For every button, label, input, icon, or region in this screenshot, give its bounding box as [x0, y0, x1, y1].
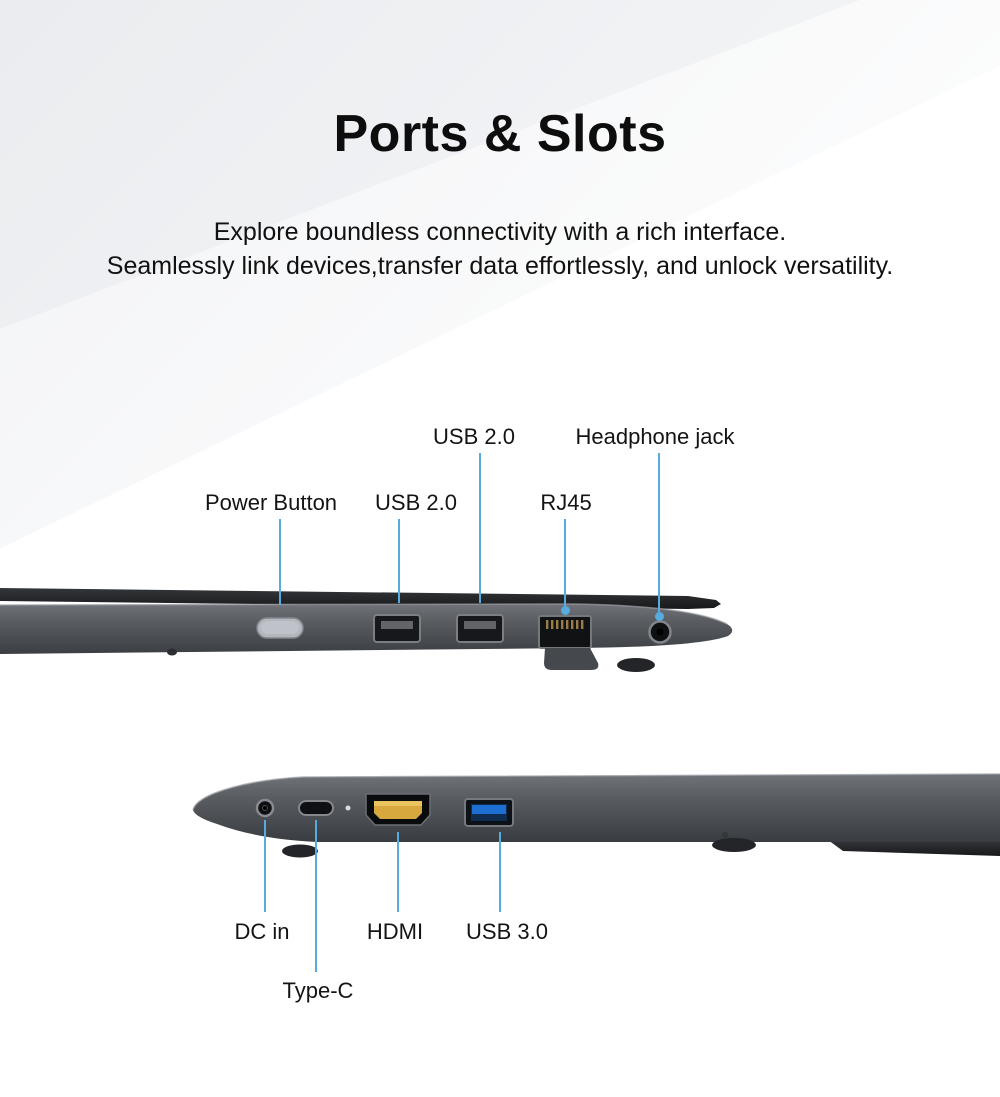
callout-line-power	[279, 519, 281, 605]
callout-line-usb2-lower	[398, 519, 400, 603]
dc-in-port	[255, 798, 275, 818]
page-subtitle: Explore boundless connectivity with a ri…	[0, 215, 1000, 283]
callout-line-rj45	[564, 519, 566, 607]
callout-line-dc-in	[264, 820, 266, 912]
callout-line-usb3	[499, 832, 501, 912]
callout-label-rj45: RJ45	[540, 490, 592, 515]
callout-line-headphone	[658, 453, 660, 613]
callout-label-hdmi: HDMI	[366, 919, 424, 944]
headphone-jack-port	[648, 620, 672, 644]
laptop-lid-edge	[828, 840, 1000, 856]
usb-3-port	[464, 798, 514, 827]
callout-label-dc-in: DC in	[234, 919, 290, 944]
page-title: Ports & Slots	[333, 105, 667, 163]
rubber-foot	[617, 658, 655, 672]
laptop-base	[0, 604, 733, 654]
callout-label-headphone: Headphone jack	[575, 424, 735, 449]
callout-label-usb2-upper: USB 2.0	[433, 424, 515, 449]
laptop-base-highlight	[0, 603, 728, 625]
rubber-foot	[712, 838, 756, 852]
rj45-housing	[544, 648, 599, 670]
callout-label-usb3: USB 3.0	[466, 919, 548, 944]
callout-label-power: Power Button	[204, 490, 338, 515]
rj45-port	[538, 615, 599, 670]
laptop-left-side-illustration	[192, 773, 1000, 858]
screw-dot	[167, 648, 177, 656]
hdmi-port	[365, 793, 431, 826]
callout-dot-headphone	[655, 612, 664, 621]
subtitle-line-1: Explore boundless connectivity with a ri…	[213, 218, 787, 246]
rubber-foot	[282, 844, 318, 858]
callout-dot-rj45	[561, 606, 570, 615]
type-c-port	[298, 800, 334, 816]
led-indicator	[345, 805, 351, 811]
callout-line-hdmi	[397, 832, 399, 912]
callout-label-usb2-lower: USB 2.0	[375, 490, 457, 515]
callout-line-type-c	[315, 820, 317, 972]
usb-2-port-2	[456, 614, 504, 643]
callout-line-usb2-upper	[479, 453, 481, 603]
subtitle-line-2: Seamlessly link devices,transfer data ef…	[106, 252, 894, 280]
usb3-blue-tab	[472, 805, 506, 814]
usb-2-port-1	[373, 614, 421, 643]
power-button-port	[256, 617, 304, 639]
laptop-base-highlight	[192, 773, 1000, 811]
laptop-right-side-illustration	[0, 588, 733, 672]
screw-dot	[722, 832, 728, 838]
callout-label-type-c: Type-C	[282, 978, 354, 1003]
